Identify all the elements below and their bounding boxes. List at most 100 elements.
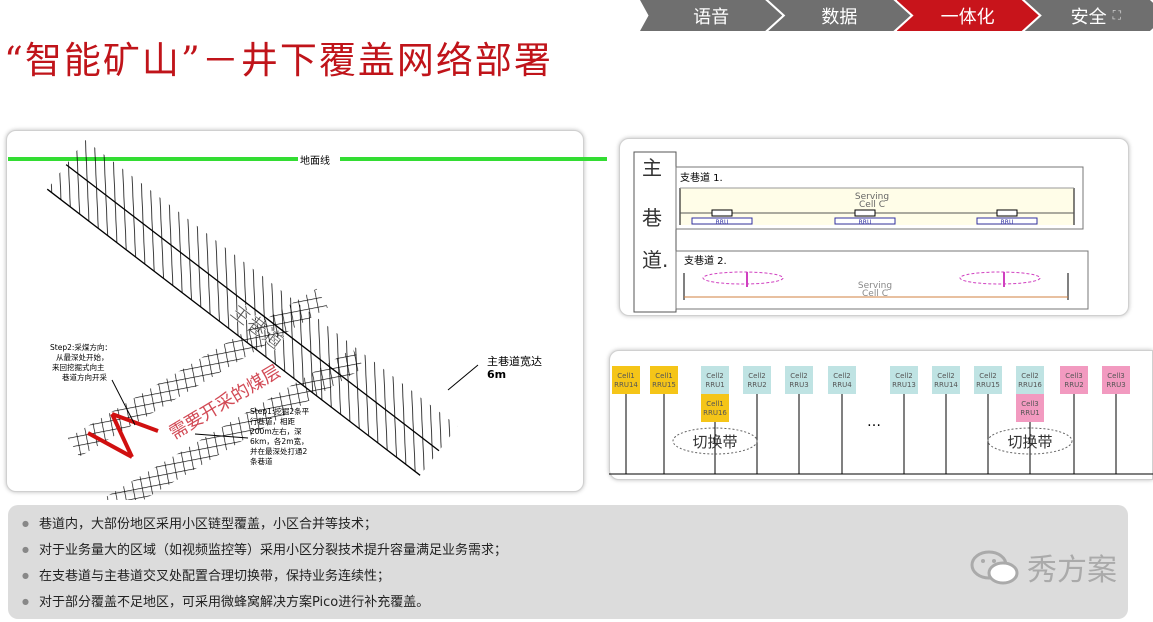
- step1-text: 条巷道: [250, 456, 273, 466]
- svg-text:Cell2: Cell2: [895, 372, 913, 380]
- rru-label: RRU: [1001, 219, 1014, 226]
- bullet-item: 在支巷道与主巷道交叉处配置合理切换带，保持业务连续性；: [22, 563, 1114, 589]
- svg-text:Cell3: Cell3: [1065, 372, 1083, 380]
- svg-text:RRU14: RRU14: [934, 381, 958, 389]
- svg-text:Cell2: Cell2: [937, 372, 955, 380]
- svg-text:RRU1: RRU1: [705, 381, 724, 389]
- step1-text: Step1:挖掘2条平: [250, 406, 310, 416]
- svg-text:Cell1: Cell1: [617, 372, 635, 380]
- watermark-logo: 秀方案: [969, 545, 1117, 589]
- rru-label: RRU: [716, 219, 729, 226]
- svg-text:Cell1: Cell1: [655, 372, 673, 380]
- nav-data[interactable]: 数据: [768, 0, 911, 31]
- rru-box: [834, 217, 896, 225]
- svg-text:Cell2: Cell2: [979, 372, 997, 380]
- step2-text: 来回挖掘式向主: [52, 362, 105, 372]
- svg-text:Cell2: Cell2: [833, 372, 851, 380]
- nav-label: 安全: [1070, 6, 1107, 28]
- step1-text: 行巷道，相距: [250, 416, 295, 426]
- bullet-item: 巷道内，大部份地区采用小区链型覆盖，小区合并等技术；: [22, 511, 1114, 537]
- svg-text:RRU3: RRU3: [789, 381, 808, 389]
- wechat-icon: [970, 550, 1019, 585]
- svg-text:Step2:采煤方向： 从最深处开始， 来回: Step2:采煤方向： 从最深处开始， 来回挖掘式向主 巷道方向开采: [50, 342, 114, 382]
- step2-text: 巷道方向开采: [62, 372, 107, 382]
- main-tunnel-vertical-label: 主 巷 道.: [642, 156, 668, 272]
- watermark-text: 秀方案: [1027, 553, 1117, 588]
- svg-text:Cell2: Cell2: [1021, 372, 1039, 380]
- svg-text:RRU16: RRU16: [703, 409, 727, 417]
- svg-text:Cell1: Cell1: [706, 400, 724, 408]
- branch1-label: 支巷道 1.: [680, 171, 723, 184]
- svg-text:RRU13: RRU13: [892, 381, 916, 389]
- svg-text:Step1:挖掘2条平 行巷道，相距 200: Step1:挖掘2条平 行巷道，相距 200m左右，深 6km，各2m宽， 并在…: [250, 406, 312, 466]
- rru-box: [691, 217, 753, 225]
- bullet-list: 巷道内，大部份地区采用小区链型覆盖，小区合并等技术； 对于业务量大的区域（如视频…: [8, 505, 1128, 619]
- nav-security[interactable]: 安全 ⛶: [1024, 0, 1153, 31]
- step2-text: Step2:采煤方向：: [50, 342, 112, 352]
- ground-line-label: 地面线: [300, 154, 330, 167]
- svg-text:RRU15: RRU15: [652, 381, 676, 389]
- rru-connector: [996, 209, 1018, 217]
- rru-connector: [711, 209, 733, 217]
- svg-text:RRU4: RRU4: [832, 381, 852, 389]
- coal-seam: 需要开采的煤层: [68, 288, 364, 500]
- svg-text:Cell3: Cell3: [1107, 372, 1125, 380]
- handover-zone: [672, 427, 758, 455]
- handover-diagram: Cell1RRU14Cell1RRU15Cell2RRU1Cell1RRU16C…: [609, 366, 1153, 475]
- rru-connector: [854, 209, 876, 217]
- section-nav: 语音 数据 一体化 安全 ⛶: [640, 0, 1153, 31]
- tunnel-diagram: 地面线 主巷道 需要开采的煤层 Step2:采煤方向： 从最深处开始， 来回挖掘…: [8, 140, 607, 500]
- step1-text: 200m左右，深: [250, 426, 302, 436]
- svg-text:Cell3: Cell3: [1021, 400, 1039, 408]
- handover-label: 切换带: [692, 433, 737, 451]
- ellipsis: …: [867, 414, 881, 430]
- rru-box: [976, 217, 1038, 225]
- nav-label: 数据: [821, 6, 858, 28]
- svg-text:RRU16: RRU16: [1018, 381, 1042, 389]
- step2-text: 从最深处开始，: [56, 352, 109, 362]
- nav-voice[interactable]: 语音: [640, 0, 783, 31]
- rru-group: RRU RRU RRU: [691, 209, 1038, 226]
- rru-label: RRU: [859, 219, 872, 226]
- svg-text:RRU15: RRU15: [976, 381, 1000, 389]
- svg-text:Cell2: Cell2: [790, 372, 808, 380]
- svg-text:RRU2: RRU2: [1064, 381, 1083, 389]
- step1-text: 6km，各2m宽，: [250, 436, 309, 446]
- svg-text:RRU2: RRU2: [747, 381, 766, 389]
- bullet-item: 对于部分覆盖不足地区，可采用微蜂窝解决方案Pico进行补充覆盖。: [22, 589, 1114, 615]
- nav-label: 一体化: [940, 6, 995, 28]
- handover-label: 切换带: [1007, 433, 1052, 451]
- nav-integration[interactable]: 一体化: [896, 0, 1039, 31]
- step1-text: 并在最深处打通2: [250, 446, 307, 456]
- mining-direction-arrows: [87, 412, 159, 459]
- svg-text:Cell2: Cell2: [748, 372, 766, 380]
- expand-icon[interactable]: ⛶: [1112, 8, 1122, 22]
- svg-text:RRU1: RRU1: [1020, 409, 1039, 417]
- nav-label: 语音: [693, 6, 730, 28]
- branch2-label: 支巷道 2.: [684, 254, 727, 267]
- bullet-item: 对于业务量大的区域（如视频监控等）采用小区分裂技术提升容量满足业务需求；: [22, 537, 1114, 563]
- branch-tunnel-panel: [619, 138, 1129, 316]
- page-title: “智能矿山”－井下覆盖网络部署: [4, 39, 553, 82]
- handover-zone: [987, 427, 1073, 455]
- svg-text:RRU14: RRU14: [614, 381, 638, 389]
- svg-text:Cell2: Cell2: [706, 372, 724, 380]
- svg-text:RRU3: RRU3: [1106, 381, 1125, 389]
